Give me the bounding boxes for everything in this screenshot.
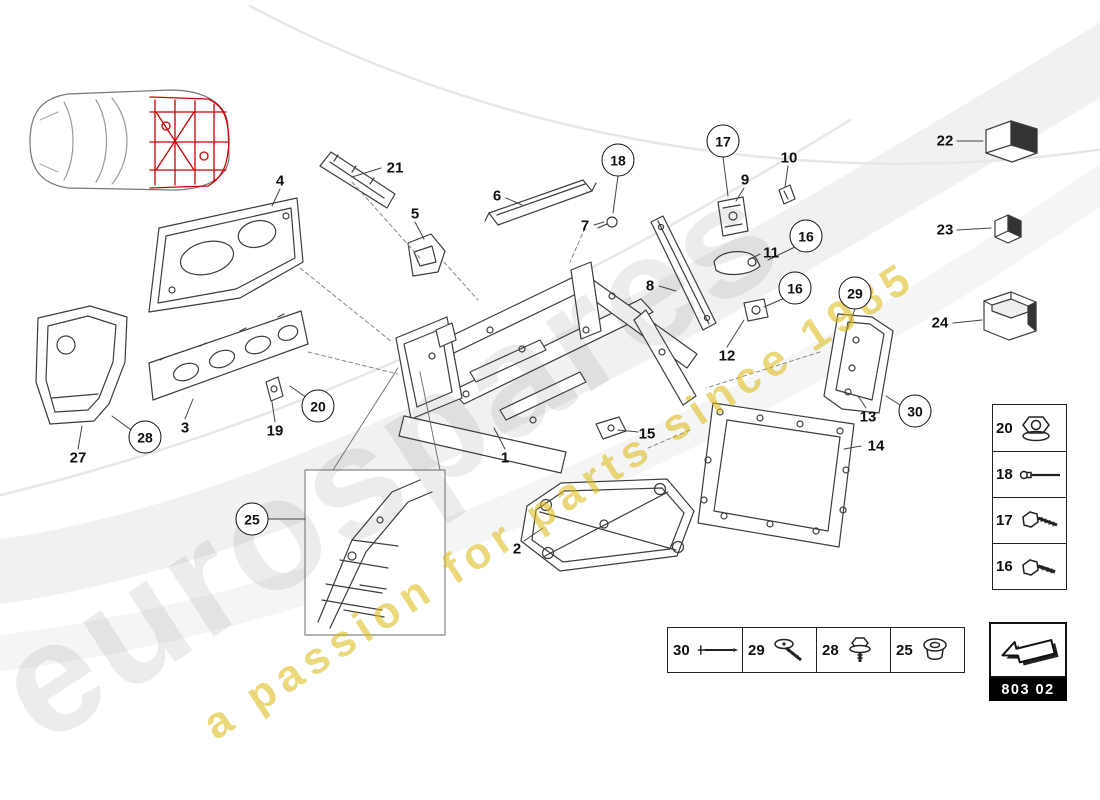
callout-14[interactable]: 14	[867, 437, 885, 455]
callout-30[interactable]: 30	[898, 394, 932, 428]
washer-screw-icon	[774, 638, 802, 662]
part-3-sill-member-drawing[interactable]	[148, 310, 309, 401]
leader-lines	[77, 140, 992, 542]
legend-row-20[interactable]: 20	[993, 405, 1066, 451]
callout-21[interactable]: 21	[386, 159, 404, 177]
part-23-cube-nut-drawing[interactable]	[994, 214, 1022, 244]
part-13-side-rail-drawing[interactable]	[823, 313, 894, 414]
bottom-fastener-legend: 30 29 28 25	[667, 627, 965, 673]
part-6-strip-drawing[interactable]	[484, 179, 597, 226]
hex-bolt-icon	[1022, 510, 1058, 528]
callout-2[interactable]: 2	[512, 540, 522, 558]
flange-nut-icon	[1022, 416, 1050, 442]
callout-16[interactable]: 16	[778, 271, 812, 305]
part-code-block: 803 02	[989, 622, 1067, 701]
assembly-dashed-lines	[299, 181, 821, 449]
callout-28[interactable]: 28	[128, 420, 162, 454]
callout-17[interactable]: 17	[706, 124, 740, 158]
part-code-badge: 803 02	[989, 678, 1067, 701]
legend-cell-28[interactable]: 28	[816, 628, 890, 672]
legend-row-label: 16	[996, 558, 1013, 575]
rivet-icon	[1019, 470, 1060, 479]
part-12-retainer-drawing[interactable]	[743, 298, 769, 322]
part-10-plate-drawing[interactable]	[778, 184, 796, 205]
part-15-bracket-drawing[interactable]	[595, 416, 627, 440]
callout-18[interactable]: 18	[601, 143, 635, 177]
car-front-highlight	[149, 96, 230, 189]
callout-11[interactable]: 11	[763, 244, 779, 262]
part-21-strip-drawing[interactable]	[319, 151, 396, 209]
callout-29[interactable]: 29	[838, 276, 872, 310]
callout-4[interactable]: 4	[275, 172, 285, 190]
callout-13[interactable]: 13	[859, 408, 877, 426]
legend-row-16[interactable]: 16	[993, 543, 1066, 589]
part-19-bracket-drawing[interactable]	[265, 376, 284, 402]
legend-cell-label: 30	[673, 641, 690, 659]
legend-row-label: 18	[996, 466, 1013, 483]
grommet-icon	[923, 638, 947, 660]
callout-24[interactable]: 24	[931, 314, 949, 332]
callout-1[interactable]: 1	[500, 449, 510, 467]
pin-icon	[697, 645, 739, 655]
legend-row-label: 17	[996, 512, 1013, 529]
callout-16[interactable]: 16	[789, 219, 823, 253]
legend-row-label: 20	[996, 419, 1013, 437]
legend-cell-label: 25	[896, 641, 913, 659]
callout-20[interactable]: 20	[301, 389, 335, 423]
callout-23[interactable]: 23	[936, 221, 954, 239]
legend-row-17[interactable]: 17	[993, 497, 1066, 543]
legend-cell-29[interactable]: 29	[742, 628, 816, 672]
part-9-bracket-drawing[interactable]	[717, 196, 749, 237]
direction-arrow-icon	[1001, 639, 1059, 666]
part-5-bracket-drawing[interactable]	[407, 233, 446, 277]
legend-row-18[interactable]: 18	[993, 451, 1066, 497]
legend-cell-label: 28	[822, 641, 839, 659]
legend-cell-label: 29	[748, 641, 765, 659]
callout-22[interactable]: 22	[936, 132, 954, 150]
callout-6[interactable]: 6	[492, 187, 502, 205]
direction-arrow-box	[989, 622, 1067, 678]
part-7-bolt-drawing[interactable]	[597, 216, 618, 229]
part-1-main-frame-drawing[interactable]	[395, 261, 698, 474]
legend-cell-30[interactable]: 30	[668, 628, 742, 672]
flange-bolt-icon	[849, 637, 871, 662]
callout-9[interactable]: 9	[740, 171, 750, 189]
callout-5[interactable]: 5	[410, 205, 420, 223]
callout-8[interactable]: 8	[645, 277, 655, 295]
part-24-channel-mount-drawing[interactable]	[983, 291, 1037, 341]
callout-15[interactable]: 15	[638, 425, 656, 443]
callout-3[interactable]: 3	[180, 419, 190, 437]
callout-12[interactable]: 12	[718, 347, 736, 365]
callout-27[interactable]: 27	[69, 449, 87, 467]
part-27-wheelhouse-panel-drawing[interactable]	[35, 305, 128, 425]
part-22-mount-drawing[interactable]	[985, 120, 1038, 163]
callout-10[interactable]: 10	[780, 149, 798, 167]
callout-25[interactable]: 25	[235, 502, 269, 536]
part-2-undertray-drawing[interactable]	[520, 478, 695, 572]
legend-cell-25[interactable]: 25	[890, 628, 964, 672]
detail-inset-box[interactable]	[304, 367, 446, 636]
part-8-rail-drawing[interactable]	[650, 215, 717, 331]
callout-7[interactable]: 7	[580, 217, 590, 235]
hex-bolt-icon	[1022, 558, 1056, 576]
callout-19[interactable]: 19	[266, 422, 284, 440]
part-14-frame-panel-drawing[interactable]	[697, 402, 855, 548]
part-11-clamp-drawing[interactable]	[713, 251, 761, 276]
side-fastener-legend: 20 18 17 16	[992, 404, 1067, 590]
car-locator-icon	[29, 89, 230, 191]
part-4-front-panel-drawing[interactable]	[148, 197, 304, 313]
